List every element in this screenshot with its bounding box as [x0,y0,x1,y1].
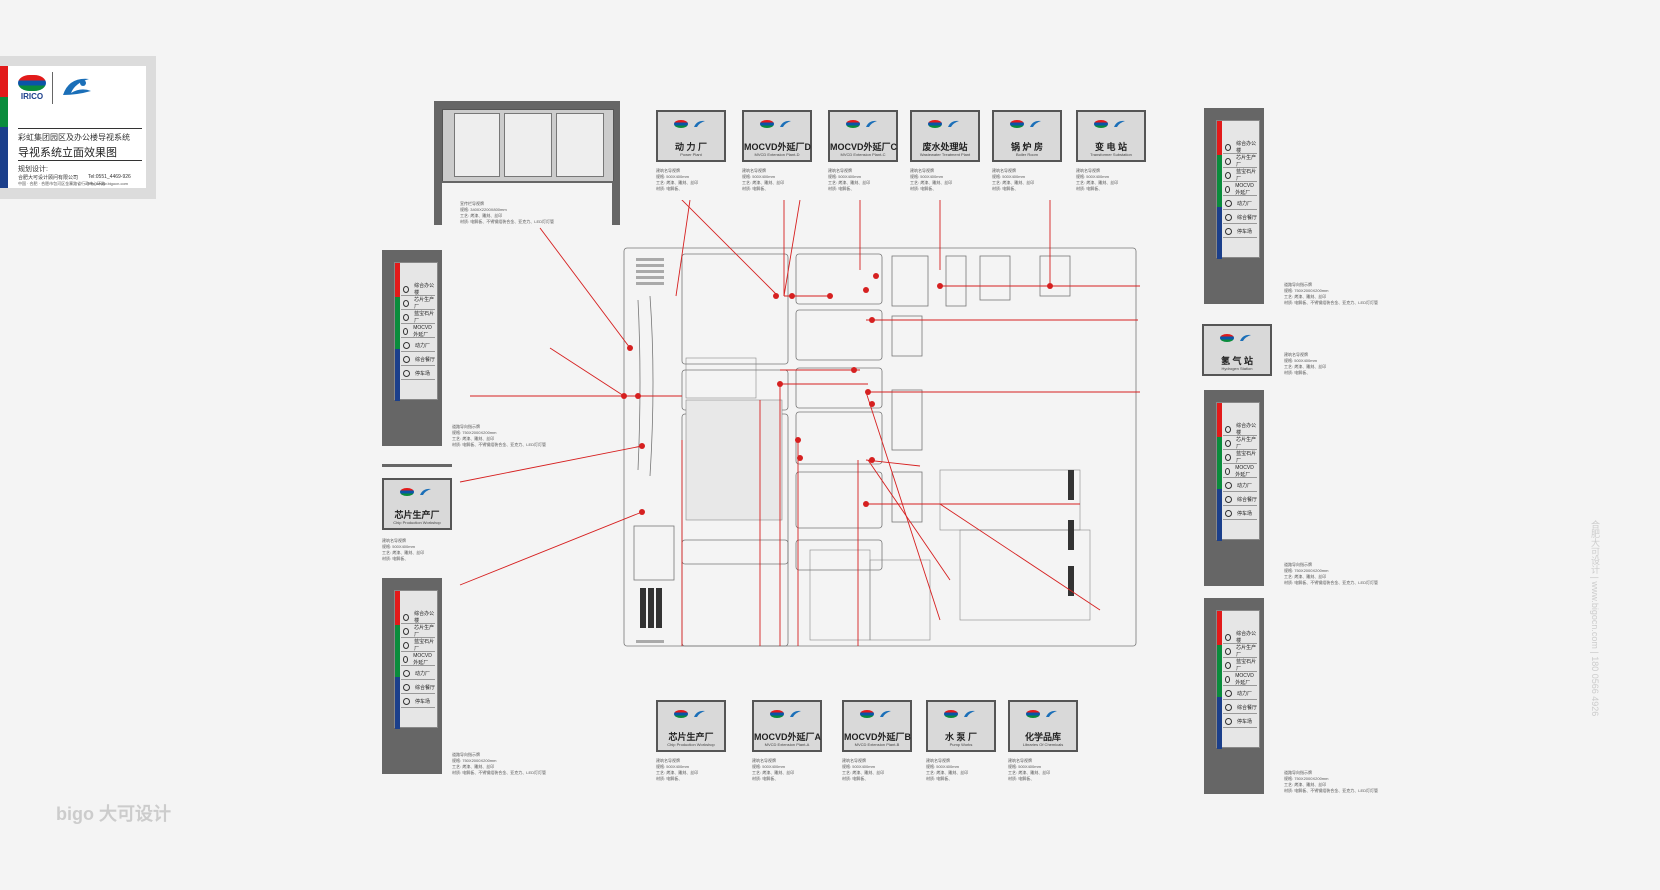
company-tel: Tel:0551_4469-926 [88,174,131,180]
title-card: IRICO 彩虹集团园区及办公楼导视系统 导视系统立面效果图 规划设计: 合肥大… [0,56,156,199]
directory-panel: 综合办公楼 芯片生产厂 蓝宝石片厂 MOCVD外延厂 动力厂 综合餐厅 停车场 [394,590,438,729]
directory-post-right-1: 综合办公楼 芯片生产厂 蓝宝石片厂 MOCVD外延厂 动力厂 综合餐厅 停车场 [1204,108,1264,304]
company-url: http://www.bigocn.com [88,181,129,186]
company-address: 中国 · 合肥 · 合肥市包河区金寨路省行政中心环路 [18,181,106,186]
page-title: 导视系统立面效果图 [18,147,117,159]
directory-panel: 综合办公楼 芯片生产厂 蓝宝石片厂 MOCVD外延厂 动力厂 综合餐厅 停车场 [1216,120,1260,259]
bigo-watermark: bigo 大可设计 [56,804,171,824]
directory-panel: 综合办公楼 芯片生产厂 蓝宝石片厂 MOCVD外延厂 动力厂 综合餐厅 停车场 [1216,402,1260,541]
color-bars [0,66,8,188]
plan-label: 规划设计: [18,166,48,173]
directory-post-left-2: 综合办公楼 芯片生产厂 蓝宝石片厂 MOCVD外延厂 动力厂 综合餐厅 停车场 [382,578,442,774]
vertical-watermark: 合肥大可设计 | www.bigocn.com | 180 0566 4926 [1590,520,1600,717]
directory-post-right-2: 综合办公楼 芯片生产厂 蓝宝石片厂 MOCVD外延厂 动力厂 综合餐厅 停车场 [1204,390,1264,586]
directory-post-right-3: 综合办公楼 芯片生产厂 蓝宝石片厂 MOCVD外延厂 动力厂 综合餐厅 停车场 [1204,598,1264,794]
directory-panel: 综合办公楼 芯片生产厂 蓝宝石片厂 MOCVD外延厂 动力厂 综合餐厅 停车场 [1216,610,1260,749]
directory-panel: 综合办公楼 芯片生产厂 蓝宝石片厂 MOCVD外延厂 动力厂 综合餐厅 停车场 [394,262,438,401]
directory-post-left-1: 综合办公楼 芯片生产厂 蓝宝石片厂 MOCVD外延厂 动力厂 综合餐厅 停车场 [382,250,442,446]
bulletin-board [434,101,620,225]
site-map [459,200,1140,647]
project-title: 彩虹集团园区及办公楼导视系统 [18,133,130,142]
title-panel: IRICO 彩虹集团园区及办公楼导视系统 导视系统立面效果图 规划设计: 合肥大… [8,66,146,188]
swoosh-logo-icon [63,78,91,95]
company-name: 合肥大可设计顾问有限公司 [18,175,79,181]
irico-logo: IRICO [18,75,46,101]
